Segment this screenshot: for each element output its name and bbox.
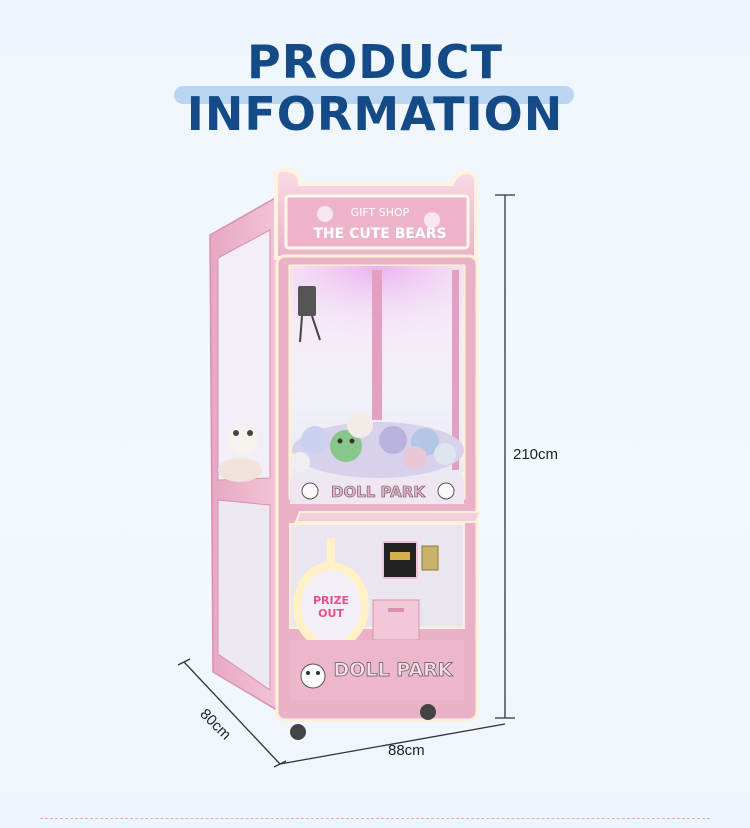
sign-main-text: THE CUTE BEARS <box>313 226 446 242</box>
control-shelf <box>294 511 482 523</box>
title-line-1: PRODUCT <box>247 35 503 89</box>
sign-small-text: GIFT SHOP <box>351 206 410 219</box>
prize-label-1: PRIZE <box>313 594 349 607</box>
cabinet-side-panel <box>209 195 278 712</box>
claw <box>298 286 316 316</box>
prize-label-2: OUT <box>318 607 344 620</box>
cash-drawer <box>372 599 420 641</box>
coin-slot <box>421 545 439 571</box>
title-line-2: INFORMATION <box>186 87 564 141</box>
page-title: PRODUCT INFORMATION <box>0 36 750 140</box>
cabinet-front: DOLL PARK PRIZE OUT DOLL PARK <box>275 254 482 722</box>
middle-logo-text: DOLL PARK <box>331 483 426 501</box>
top-sign: GIFT SHOP THE CUTE BEARS <box>274 168 479 260</box>
width-dimension-label: 88cm <box>388 742 425 759</box>
wheels <box>290 704 436 740</box>
title-underline-bar <box>174 86 574 104</box>
bottom-divider <box>40 818 710 819</box>
dimension-lines <box>177 194 515 768</box>
height-dimension-label: 210cm <box>513 446 559 463</box>
paw-icon-right <box>424 212 440 228</box>
paw-icon-left <box>317 206 333 222</box>
bottom-logo-text: DOLL PARK <box>334 659 454 681</box>
